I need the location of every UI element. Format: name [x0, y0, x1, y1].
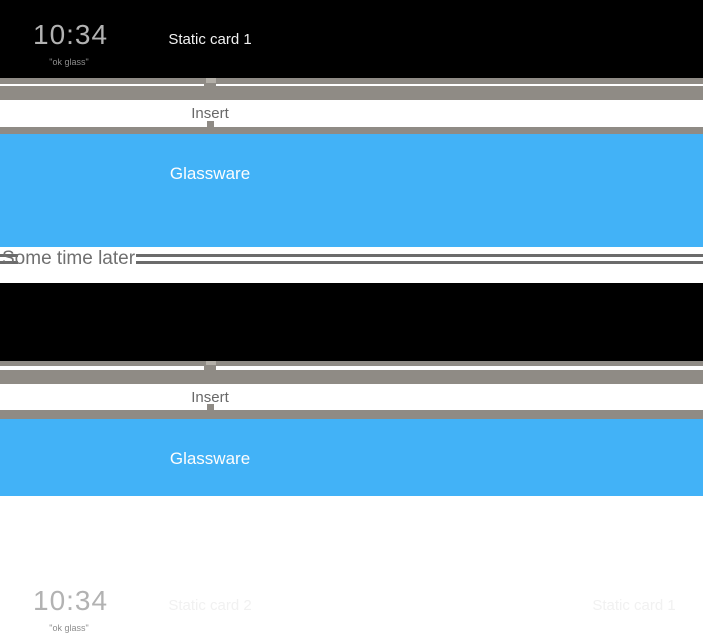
- timeline-strip-thin-2: [0, 361, 703, 366]
- glassware-label-1: Glassware: [169, 164, 251, 183]
- insertion-bridge-2: [204, 365, 216, 371]
- insertion-tick-2: [207, 404, 214, 410]
- home-card-clock: 10:34: [33, 19, 109, 50]
- divider-line-bottom: [0, 261, 703, 264]
- ok-glass-hint: "ok glass": [49, 57, 89, 67]
- insert-caption-2: Insert: [191, 389, 229, 406]
- timeline-strip-thick-2: [0, 370, 703, 384]
- timeline-card-strip-1: 10:34 "ok glass" Static card 1: [0, 0, 703, 78]
- home-card-clock-2: 10:34: [33, 585, 109, 616]
- timeline-strip-thin-1: [0, 78, 703, 84]
- glassware-label-2: Glassware: [169, 449, 251, 468]
- static-card-1-label-right: Static card 1: [592, 597, 676, 614]
- timeline-strip-thick-1: [0, 86, 703, 100]
- glassware-card-1: [0, 134, 703, 247]
- insertion-slot-notch-1: [206, 78, 216, 84]
- timeline-strip-bottom-2: [0, 410, 703, 419]
- insertion-tick-1: [207, 121, 214, 127]
- timeline-card-strip-2: 10:34 "ok glass" Static card 2 Static ca…: [0, 283, 703, 633]
- insertion-slot-notch-2: [206, 361, 216, 366]
- divider-line-top: [0, 254, 703, 257]
- timeline-strip-bottom-1: [0, 127, 703, 134]
- static-card-2-label: Static card 2: [168, 597, 252, 614]
- some-time-later-label: Some time later: [2, 248, 136, 269]
- divider-label-background: [18, 248, 136, 267]
- ok-glass-hint-2: "ok glass": [49, 623, 89, 633]
- static-card-1-label: Static card 1: [168, 31, 252, 48]
- glassware-card-2: [0, 419, 703, 496]
- insertion-bridge-1: [204, 83, 216, 87]
- insert-caption-1: Insert: [191, 105, 229, 122]
